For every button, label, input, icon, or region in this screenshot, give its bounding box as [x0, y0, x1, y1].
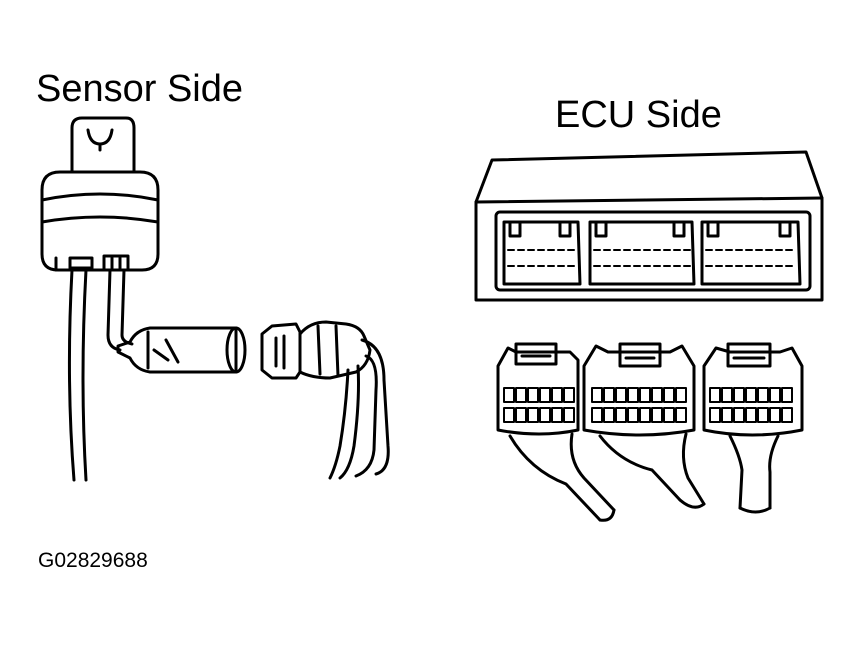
sensor-wires [67, 268, 134, 482]
harness-connector-1 [496, 342, 616, 522]
ecu-unit [474, 150, 824, 302]
sensor-plug-female [260, 320, 390, 480]
ecu-side-label: ECU Side [555, 94, 722, 136]
sensor-side-label: Sensor Side [36, 68, 244, 110]
harness-connector-3 [702, 342, 804, 514]
sensor-plug-male [116, 326, 247, 374]
figure-id-label: G02829688 [38, 549, 148, 572]
harness-connector-2 [582, 342, 706, 509]
sensor-connector [40, 116, 160, 272]
